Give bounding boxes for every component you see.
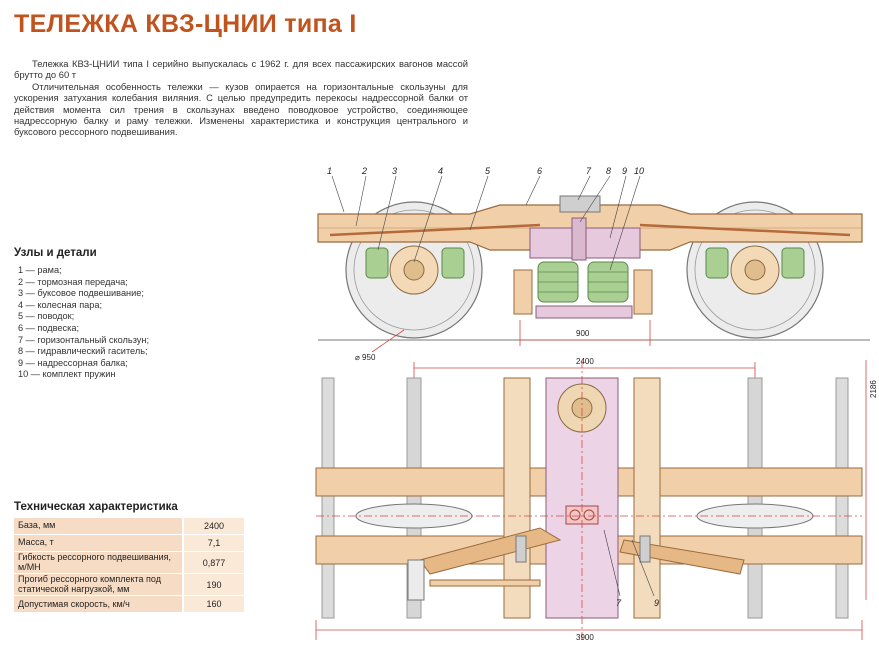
- axlebox-springs: [365, 247, 805, 279]
- spec-key: Масса, т: [14, 534, 183, 552]
- damper-plan: [515, 535, 527, 563]
- legend-item: 1 — рама;: [18, 265, 62, 275]
- callout-plan-7: 7: [616, 598, 622, 608]
- legend-item: 6 — подвеска;: [18, 322, 80, 333]
- plan-view: 2400 2186 7: [315, 357, 878, 642]
- intro-paragraph-1: Тележка КВЗ-ЦНИИ типа I серийно выпускал…: [14, 58, 468, 81]
- damper-plan: [639, 535, 651, 563]
- page-title: ТЕЛЕЖКА КВЗ-ЦНИИ типа I: [14, 10, 357, 38]
- dim-wheel-diameter: ⌀ 950: [355, 353, 376, 362]
- callout-7: 7: [586, 166, 592, 176]
- callout-plan-9: 9: [654, 598, 659, 608]
- cross-member-right: [633, 377, 661, 619]
- legend-title: Узлы и детали: [14, 247, 97, 259]
- hanger-right: [633, 269, 653, 315]
- spec-value: 0,877: [182, 550, 244, 574]
- spec-key: Прогиб рессорного комплекта под статичес…: [14, 573, 183, 596]
- callout-10: 10: [634, 166, 644, 176]
- callout-1: 1: [327, 166, 332, 176]
- spec-value: 7,1: [182, 534, 244, 552]
- dim-length: 3900: [576, 633, 594, 642]
- brake-rod: [639, 223, 851, 237]
- callout-4: 4: [438, 166, 443, 176]
- legend-item: 2 — тормозная передача;: [18, 276, 128, 287]
- spec-title: Техническая характеристика: [14, 501, 178, 513]
- callout-6: 6: [537, 166, 542, 176]
- spec-key: Допустимая скорость, км/ч: [14, 595, 183, 613]
- spec-key: Гибкость рессорного подвешивания, м/МН: [14, 550, 183, 574]
- dim-base: 2400: [576, 357, 594, 366]
- cross-member-left: [503, 377, 531, 619]
- callout-2: 2: [361, 166, 367, 176]
- callout-9: 9: [622, 166, 627, 176]
- parts-legend: 1 — рама; 2 — тормозная передача; 3 — бу…: [18, 265, 149, 381]
- dim-width: 2186: [869, 380, 878, 398]
- intro-text: Тележка КВЗ-ЦНИИ типа I серийно выпускал…: [14, 58, 468, 138]
- spec-value: 190: [182, 573, 244, 596]
- callout-5: 5: [485, 166, 491, 176]
- damper: [571, 217, 587, 261]
- axle-end: [835, 377, 849, 619]
- brake-rod: [329, 223, 541, 237]
- intro-paragraph-2: Отличительная особенность тележки — кузо…: [14, 80, 468, 138]
- axle-right: [747, 377, 763, 619]
- slider: [559, 195, 601, 213]
- legend-item: 4 — колесная пара;: [18, 299, 103, 310]
- side-view: 1 2 3 4 5 6 7 8 9 10 900 ⌀ 950: [317, 166, 870, 362]
- axle-end: [321, 377, 335, 619]
- legend-item: 3 — буксовое подвешивание;: [18, 288, 144, 299]
- spring-plank: [535, 305, 633, 319]
- legend-item: 8 — гидравлический гаситель;: [18, 346, 148, 357]
- table-row: Прогиб рессорного комплекта под статичес…: [14, 573, 244, 596]
- hanger-left: [513, 269, 533, 315]
- link-right: [619, 539, 745, 575]
- legend-item: 7 — горизонтальный скользун;: [18, 334, 150, 345]
- legend-item: 9 — надрессорная балка;: [18, 357, 128, 368]
- callout-8: 8: [606, 166, 611, 176]
- callout-3: 3: [392, 166, 397, 176]
- legend-item: 5 — поводок;: [18, 311, 75, 322]
- brake-cylinder: [407, 559, 425, 601]
- brake-rod-plan: [429, 579, 541, 587]
- legend-item: 10 — комплект пружин: [18, 369, 116, 380]
- spec-value: 2400: [182, 517, 244, 535]
- dim-spring-base: 900: [576, 329, 590, 338]
- spec-key: База, мм: [14, 517, 183, 535]
- spec-value: 160: [182, 595, 244, 613]
